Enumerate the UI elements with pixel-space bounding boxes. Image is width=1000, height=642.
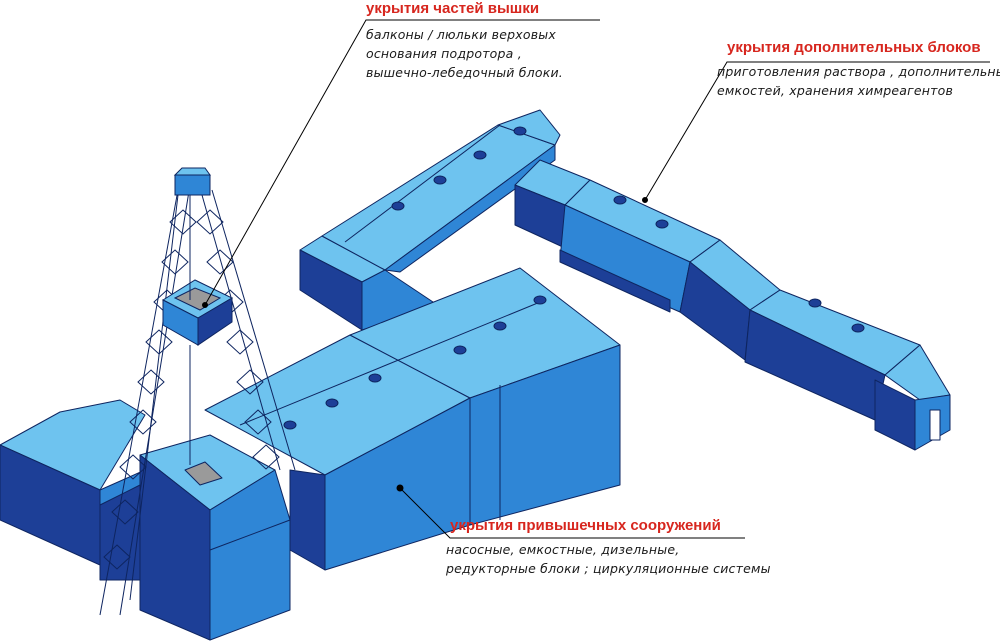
callout-title: укрытия частей вышки — [366, 0, 540, 17]
derrick-tower — [99, 167, 296, 616]
callout-description: насосные, емкостные, дизельные, редуктор… — [446, 540, 771, 578]
callout-line: насосные, емкостные, дизельные, — [446, 542, 680, 557]
leader-lines — [202, 19, 990, 539]
callout-line: редукторные блоки ; циркуляционные систе… — [446, 561, 771, 576]
callout-line: приготовления раствора , дополнительных — [717, 64, 1000, 79]
upper-left-corridor — [299, 109, 561, 331]
callout-line: емкостей, хранения химреагентов — [717, 83, 954, 98]
callout-derrick-parts: укрытия частей вышки балконы / люльки ве… — [366, 0, 563, 82]
callout-title: укрытия дополнительных блоков — [727, 39, 981, 56]
callout-auxiliary-blocks: укрытия дополнительных блоков приготовле… — [717, 39, 1000, 100]
derrick-base-block — [99, 434, 291, 641]
callout-description: приготовления раствора , дополнительных … — [717, 62, 1000, 100]
callout-line: балконы / люльки верховых — [366, 27, 556, 42]
callout-line: основания подротора , — [366, 46, 522, 61]
callout-near-tower-structures: укрытия привышечных сооружений насосные,… — [446, 517, 771, 578]
roof-vent-dots — [283, 126, 865, 430]
callout-title: укрытия привышечных сооружений — [450, 517, 721, 534]
callout-line: вышечно-лебедочный блоки. — [366, 65, 563, 80]
right-block-chain — [514, 159, 951, 451]
callout-description: балконы / люльки верховых основания подр… — [366, 25, 563, 82]
